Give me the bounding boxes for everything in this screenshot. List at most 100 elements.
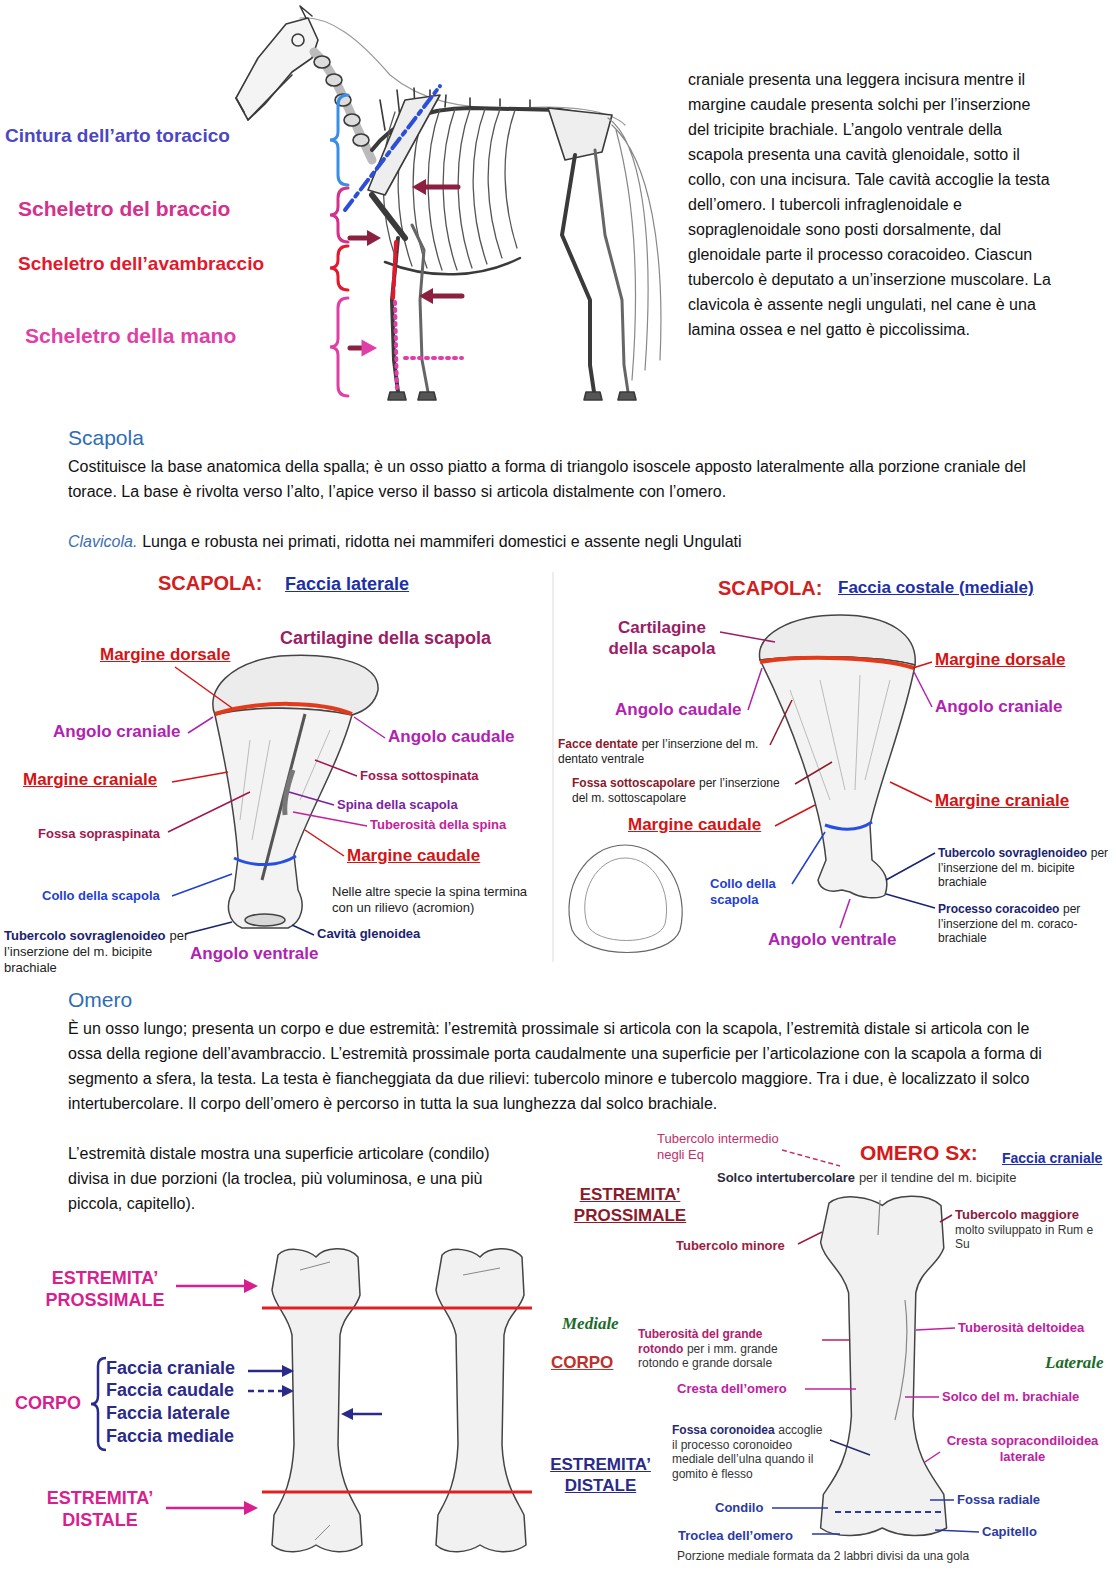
- horse-annotations: [330, 86, 462, 396]
- part-label: Fossa radiale: [957, 1492, 1040, 1507]
- leader-lines: [292, 925, 314, 935]
- horse-annotations: [330, 246, 348, 290]
- horse-skeleton: [236, 18, 318, 120]
- text-block: SCAPOLA:: [718, 576, 822, 600]
- text-block: Omero: [68, 987, 368, 1013]
- text-block: Cavità glenoidea: [317, 926, 420, 942]
- part-label: Fossa coronoidea: [672, 1423, 775, 1437]
- text-block: Scheletro della mano: [25, 323, 236, 349]
- part-label: Solco del m. brachiale: [942, 1389, 1079, 1404]
- humerus-left-cranial: [821, 1196, 947, 1535]
- horse-skeleton: [562, 155, 594, 392]
- humerus-left-cranial: [821, 1196, 947, 1535]
- text-block: Angolo caudale: [388, 727, 515, 748]
- horse-annotations: [350, 187, 462, 348]
- text-block: Angolo craniale: [53, 722, 181, 743]
- horse-skeleton: [372, 195, 405, 238]
- part-label: Angolo caudale: [615, 700, 742, 719]
- text-block: Margine craniale: [23, 770, 157, 791]
- part-label: Tubercolo maggiore: [955, 1207, 1079, 1222]
- text-block: Scheletro dell’avambraccio: [18, 252, 264, 275]
- leader-lines: [305, 830, 344, 856]
- text-block: Condilo: [715, 1500, 763, 1516]
- text-block: Clavicola.Lunga e robusta nei primati, r…: [68, 529, 1048, 554]
- humerus-left-cranial: [878, 1200, 907, 1420]
- body-text: Clavicola.: [68, 533, 137, 550]
- horse-skeleton: [353, 134, 369, 146]
- leader-lines: [289, 792, 334, 805]
- part-label: Collo della scapola: [42, 888, 160, 903]
- leader-lines: [916, 1328, 955, 1330]
- section-lines: [91, 1279, 532, 1515]
- text-block: Porzione mediale formata da 2 labbri div…: [677, 1549, 969, 1564]
- scapula-medial: [760, 657, 915, 898]
- part-label: Tubercolo sovraglenoideo: [938, 846, 1087, 860]
- leader-lines: [812, 1533, 840, 1535]
- leader-lines: [175, 667, 232, 708]
- leader-lines: [886, 853, 935, 880]
- text-block: Tubercolo sovraglenoideoper l’inserzione…: [4, 928, 189, 976]
- text-block: Nelle altre specie la spina termina con …: [332, 884, 547, 916]
- section-lines: [244, 1279, 258, 1515]
- part-label: Cresta dell’omero: [677, 1381, 787, 1396]
- region-label: ESTREMITA’ DISTALE: [550, 1455, 651, 1495]
- text-block: Fossa sottospinata: [360, 768, 478, 784]
- text-block: Margine craniale: [935, 791, 1069, 812]
- part-note: molto sviluppato in Rum e Su: [955, 1223, 1105, 1252]
- horse-skeleton: [584, 392, 636, 400]
- part-label: Spina della scapola: [337, 797, 458, 812]
- humerus-views: [272, 1249, 526, 1552]
- text-block: Faccia craniale: [106, 1358, 235, 1380]
- text-block: Fossa sottoscapolareper l’inserzione del…: [572, 776, 792, 805]
- scapula-lateral: [240, 730, 330, 840]
- region-label: Scheletro della mano: [25, 324, 236, 347]
- humerus-left-cranial: [835, 1511, 945, 1513]
- text-block: Collo della scapola: [710, 876, 790, 908]
- text-block: L’estremità distale mostra una superfici…: [68, 1141, 498, 1216]
- part-label: Facce dentate: [558, 737, 638, 751]
- horse-skeleton: [412, 225, 428, 392]
- text-block: Costituisce la base anatomica della spal…: [68, 454, 1048, 504]
- figure-title: OMERO Sx:: [860, 1141, 978, 1164]
- text-block: Cartilagine della scapola: [607, 618, 717, 659]
- text-block: Tubercolo intermedio negli Eq: [657, 1131, 782, 1163]
- text-block: Collo della scapola: [42, 888, 160, 904]
- body-text: craniale presenta una leggera incisura m…: [688, 71, 1051, 338]
- humerus-views: [300, 1262, 500, 1540]
- part-label: Margine dorsale: [935, 650, 1065, 669]
- region-label: ESTREMITA’ PROSSIMALE: [45, 1268, 164, 1310]
- leader-lines: [293, 812, 367, 826]
- leader-lines: [798, 1232, 822, 1244]
- humerus-views: [436, 1249, 526, 1552]
- text-block: Faccia laterale: [106, 1403, 230, 1425]
- horse-annotations: [363, 342, 374, 354]
- leader-lines: [354, 717, 385, 738]
- leader-lines: [805, 1388, 856, 1390]
- section-heading: Omero: [68, 988, 132, 1011]
- leader-lines: [168, 792, 250, 832]
- region-label: ESTREMITA’ PROSSIMALE: [574, 1185, 686, 1225]
- section-lines: [262, 1308, 532, 1492]
- part-label: Margine craniale: [23, 770, 157, 789]
- text-block: Angolo ventrale: [190, 944, 318, 965]
- section-lines: [341, 1408, 353, 1420]
- part-label: Cresta sopracondiloidea laterale: [947, 1433, 1099, 1464]
- horse-skeleton: [385, 258, 520, 274]
- text-block: Tuberosità della spina: [370, 817, 506, 833]
- text-block: È un osso lungo; presenta un corpo e due…: [68, 1016, 1048, 1116]
- text-block: Faccia craniale: [1002, 1150, 1102, 1167]
- part-label: Tubercolo sovraglenoideo: [4, 928, 166, 943]
- part-label: Troclea dell’omero: [678, 1528, 793, 1543]
- part-label: Cartilagine della scapola: [609, 618, 716, 658]
- horse-skeleton: [314, 56, 330, 68]
- text-block: craniale presenta una leggera incisura m…: [688, 67, 1053, 342]
- leader-lines: [940, 1215, 952, 1222]
- part-label: Faccia laterale: [106, 1403, 230, 1423]
- leader-lines: [935, 1530, 979, 1532]
- horse-annotations: [367, 179, 433, 304]
- text-block: Laterale: [1045, 1353, 1104, 1374]
- scapula-lateral: [245, 914, 285, 926]
- horse-skeleton: [236, 6, 661, 400]
- text-block: CORPO: [551, 1353, 613, 1374]
- horse-skeleton: [314, 52, 372, 160]
